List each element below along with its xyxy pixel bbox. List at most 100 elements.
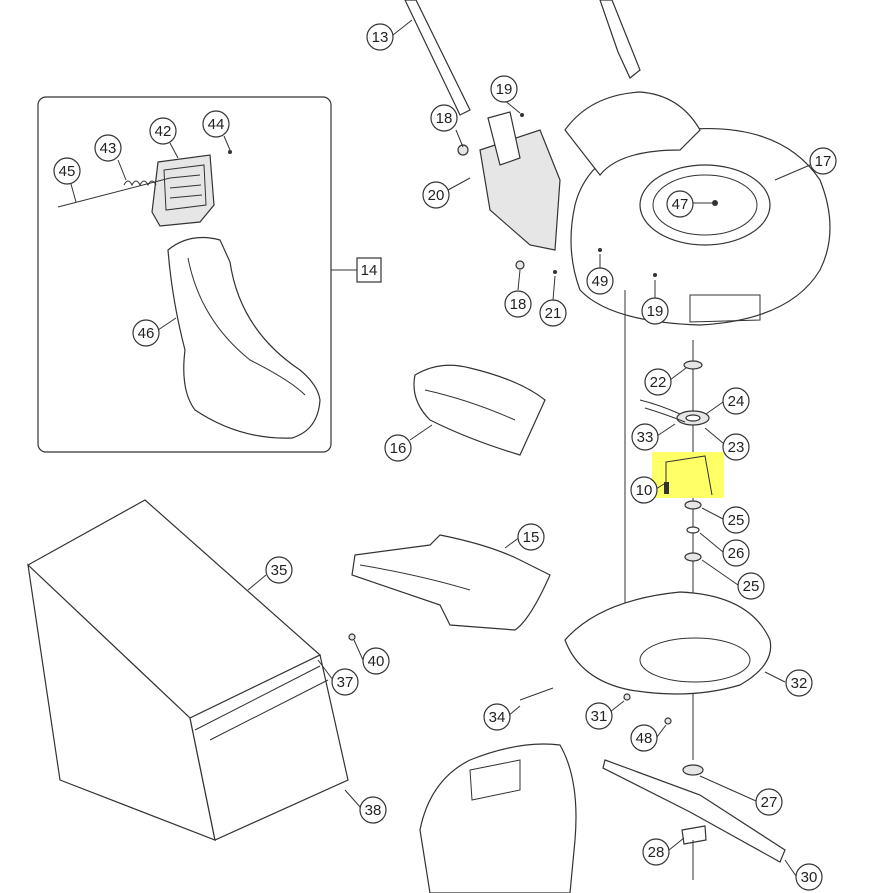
callout-30: 30: [795, 863, 823, 891]
blade-housing-32: [564, 591, 772, 695]
callout-25b-label: 25: [743, 578, 760, 595]
callout-17-label: 17: [815, 153, 832, 170]
callout-15-label: 15: [523, 529, 540, 546]
callout-49: 49: [586, 267, 614, 295]
callout-44: 44: [202, 110, 230, 138]
callout-10-label: 10: [636, 482, 653, 499]
deflector-16: [413, 364, 546, 456]
callout-18a-label: 18: [436, 110, 453, 127]
screw-21: [553, 270, 557, 274]
washer-25a: [684, 500, 702, 510]
callout-16: 16: [384, 434, 412, 462]
callout-26-label: 26: [728, 545, 745, 562]
callout-23: 23: [722, 433, 750, 461]
nut-31: [623, 693, 631, 701]
nut-40: [348, 633, 356, 641]
knob-18-upper: [457, 144, 469, 156]
handle-assembly: [404, 0, 641, 251]
bearing-22: [683, 360, 703, 370]
callout-10: 10: [630, 476, 658, 504]
callout-18a: 18: [430, 104, 458, 132]
callout-30-label: 30: [801, 869, 818, 886]
mower-deck-17: [564, 91, 831, 326]
mulch-plug-15: [351, 534, 551, 631]
washer-26: [686, 526, 700, 534]
torsion-spring: [123, 180, 157, 187]
inset-label-box: [356, 257, 382, 283]
callout-38-label: 38: [365, 802, 382, 819]
callout-32: 32: [785, 669, 813, 697]
callout-38: 38: [359, 796, 387, 824]
callout-21: 21: [539, 299, 567, 327]
bolt-34: [519, 687, 554, 701]
callout-37: 37: [331, 668, 359, 696]
bolt-47: [712, 200, 718, 206]
callout-34: 34: [483, 703, 511, 731]
hinge-rod: [57, 177, 171, 208]
callout-22-label: 22: [650, 374, 667, 391]
discharge-chute: [167, 237, 321, 439]
callout-47-label: 47: [672, 196, 689, 213]
screw-19-upper: [520, 113, 524, 117]
screw-19-lower: [653, 273, 657, 277]
screw-49: [598, 248, 602, 252]
callout-25a: 25: [722, 506, 750, 534]
callout-23-label: 23: [728, 439, 745, 456]
blade-assembly: [602, 759, 786, 880]
callout-28-label: 28: [648, 844, 665, 861]
callout-13: 13: [366, 23, 394, 51]
callout-42-label: 42: [155, 123, 172, 140]
inset-label: 14: [361, 262, 378, 279]
callout-24: 24: [722, 387, 750, 415]
callout-40: 40: [362, 647, 390, 675]
callout-20-label: 20: [428, 187, 445, 204]
grass-bag-35: [26, 499, 349, 841]
screw-44: [228, 150, 232, 154]
washer-25b: [684, 552, 702, 562]
callout-19a: 19: [490, 75, 518, 103]
inset-group-14: 14: [37, 96, 382, 453]
callout-47: 47: [666, 190, 694, 218]
rear-housing: [419, 743, 577, 893]
callout-18b: 18: [504, 290, 532, 318]
callout-28: 28: [642, 838, 670, 866]
belt-guide-10: [665, 455, 713, 496]
callout-48: 48: [630, 724, 658, 752]
callout-19b: 19: [641, 297, 669, 325]
knob-18-lower: [515, 260, 525, 270]
callout-18b-label: 18: [510, 296, 527, 313]
callout-46: 46: [132, 319, 160, 347]
callout-24-label: 24: [728, 393, 745, 410]
callout-25b: 25: [737, 572, 765, 600]
callout-31-label: 31: [591, 708, 608, 725]
callout-34-label: 34: [489, 709, 506, 726]
callout-list: 13 19 18 20 17 47 18 21 49 19 22 24 33 2…: [53, 19, 837, 891]
callout-31: 31: [585, 702, 613, 730]
callout-32-label: 32: [791, 675, 808, 692]
callout-19b-label: 19: [647, 303, 664, 320]
callout-22: 22: [644, 368, 672, 396]
callout-25a-label: 25: [728, 512, 745, 529]
callout-13-label: 13: [372, 29, 389, 46]
rear-door-bracket: [151, 154, 215, 227]
callout-17: 17: [809, 147, 837, 175]
callout-16-label: 16: [390, 440, 407, 457]
callout-43-label: 43: [100, 140, 117, 157]
callout-35: 35: [265, 556, 293, 584]
callout-26: 26: [722, 539, 750, 567]
callout-48-label: 48: [636, 730, 653, 747]
callout-20: 20: [422, 181, 450, 209]
belt-33: [639, 399, 686, 423]
callout-43: 43: [94, 134, 122, 162]
callout-15: 15: [517, 523, 545, 551]
callout-35-label: 35: [271, 562, 288, 579]
callout-45: 45: [53, 157, 81, 185]
callout-33-label: 33: [637, 429, 654, 446]
callout-46-label: 46: [138, 325, 155, 342]
callout-27-label: 27: [761, 794, 778, 811]
callout-27: 27: [755, 788, 783, 816]
callout-45-label: 45: [59, 163, 76, 180]
callout-37-label: 37: [337, 674, 354, 691]
callout-19a-label: 19: [496, 81, 513, 98]
